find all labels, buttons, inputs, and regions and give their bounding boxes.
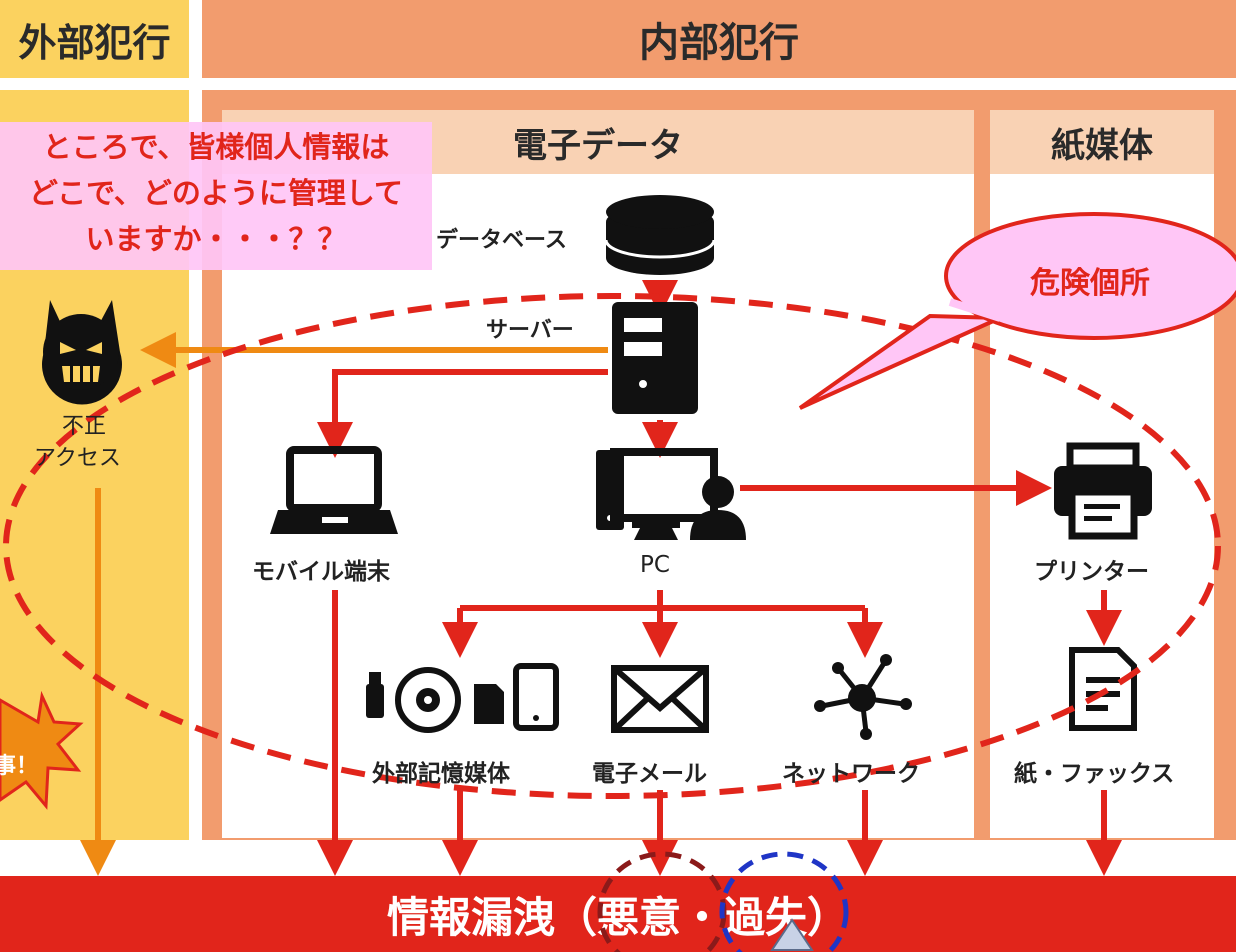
network-icon — [814, 654, 912, 740]
information-leak-bar — [0, 876, 1236, 952]
paren-close: ） — [807, 892, 850, 942]
external-storage-label: 外部記憶媒体 — [372, 761, 510, 787]
flow-arrows — [317, 280, 1122, 876]
external-storage-icon — [366, 663, 559, 733]
database-icon — [604, 195, 716, 275]
leak-main-label: 情報漏洩 — [386, 892, 555, 942]
negligence-highlight-circle — [719, 851, 849, 952]
danger-zone-ellipse — [3, 293, 1221, 799]
question-line-2: どこで、どのように管理して — [28, 176, 404, 210]
pc-label: PC — [640, 552, 670, 578]
malice-highlight-circle — [597, 851, 727, 952]
paper-media-header: 紙媒体 — [990, 110, 1214, 174]
pc-icon — [596, 448, 746, 540]
mobile-device-label: モバイル端末 — [252, 559, 390, 585]
printer-icon — [1054, 442, 1152, 540]
paren-separator: ・ — [681, 892, 724, 942]
laptop-icon — [270, 446, 398, 534]
external-arrows — [80, 332, 608, 876]
devil-icon — [41, 300, 122, 405]
email-label: 電子メール — [592, 761, 707, 787]
email-icon — [611, 665, 709, 733]
paren-open: （ — [554, 892, 597, 942]
burst-label: 事！ — [0, 754, 39, 779]
question-line-1: ところで、皆様個人情報は — [42, 130, 390, 164]
printer-label: プリンター — [1034, 559, 1149, 585]
column-divider-top — [0, 78, 189, 90]
unauthorized-access-label-1: 不正 — [62, 414, 107, 439]
danger-callout-label: 危険個所 — [1030, 266, 1150, 301]
network-label: ネットワーク — [782, 761, 920, 787]
warning-starburst — [0, 690, 84, 810]
internal-header-label: 内部犯行 — [639, 20, 799, 66]
unauthorized-access-label-2: アクセス — [34, 446, 121, 471]
paper-fax-label: 紙・ファックス — [1014, 761, 1175, 787]
external-header: 外部犯行 — [0, 0, 189, 78]
question-line-3: いますか・・・？？ — [85, 222, 347, 256]
electronic-data-label: 電子データ — [513, 125, 683, 166]
information-leak-text: 情報漏洩 （ 悪意 ・ 過失 ） — [0, 876, 1236, 952]
internal-header-text: 内部犯行 — [202, 0, 1236, 78]
paper-document-icon — [1069, 647, 1137, 731]
server-icon — [612, 302, 698, 414]
external-header-label: 外部犯行 — [18, 20, 171, 65]
question-callout-text: ところで、皆様個人情報は どこで、どのように管理して いますか・・・？？ — [0, 124, 432, 262]
paper-media-label: 紙媒体 — [1051, 125, 1153, 166]
internal-header — [202, 0, 1236, 78]
question-callout — [0, 122, 432, 270]
database-label: データベース — [436, 228, 567, 253]
server-label: サーバー — [486, 318, 574, 343]
malice-label: 悪意 — [596, 892, 681, 942]
danger-callout-bubble — [798, 212, 1236, 410]
cursor-pointer-icon — [770, 918, 814, 951]
